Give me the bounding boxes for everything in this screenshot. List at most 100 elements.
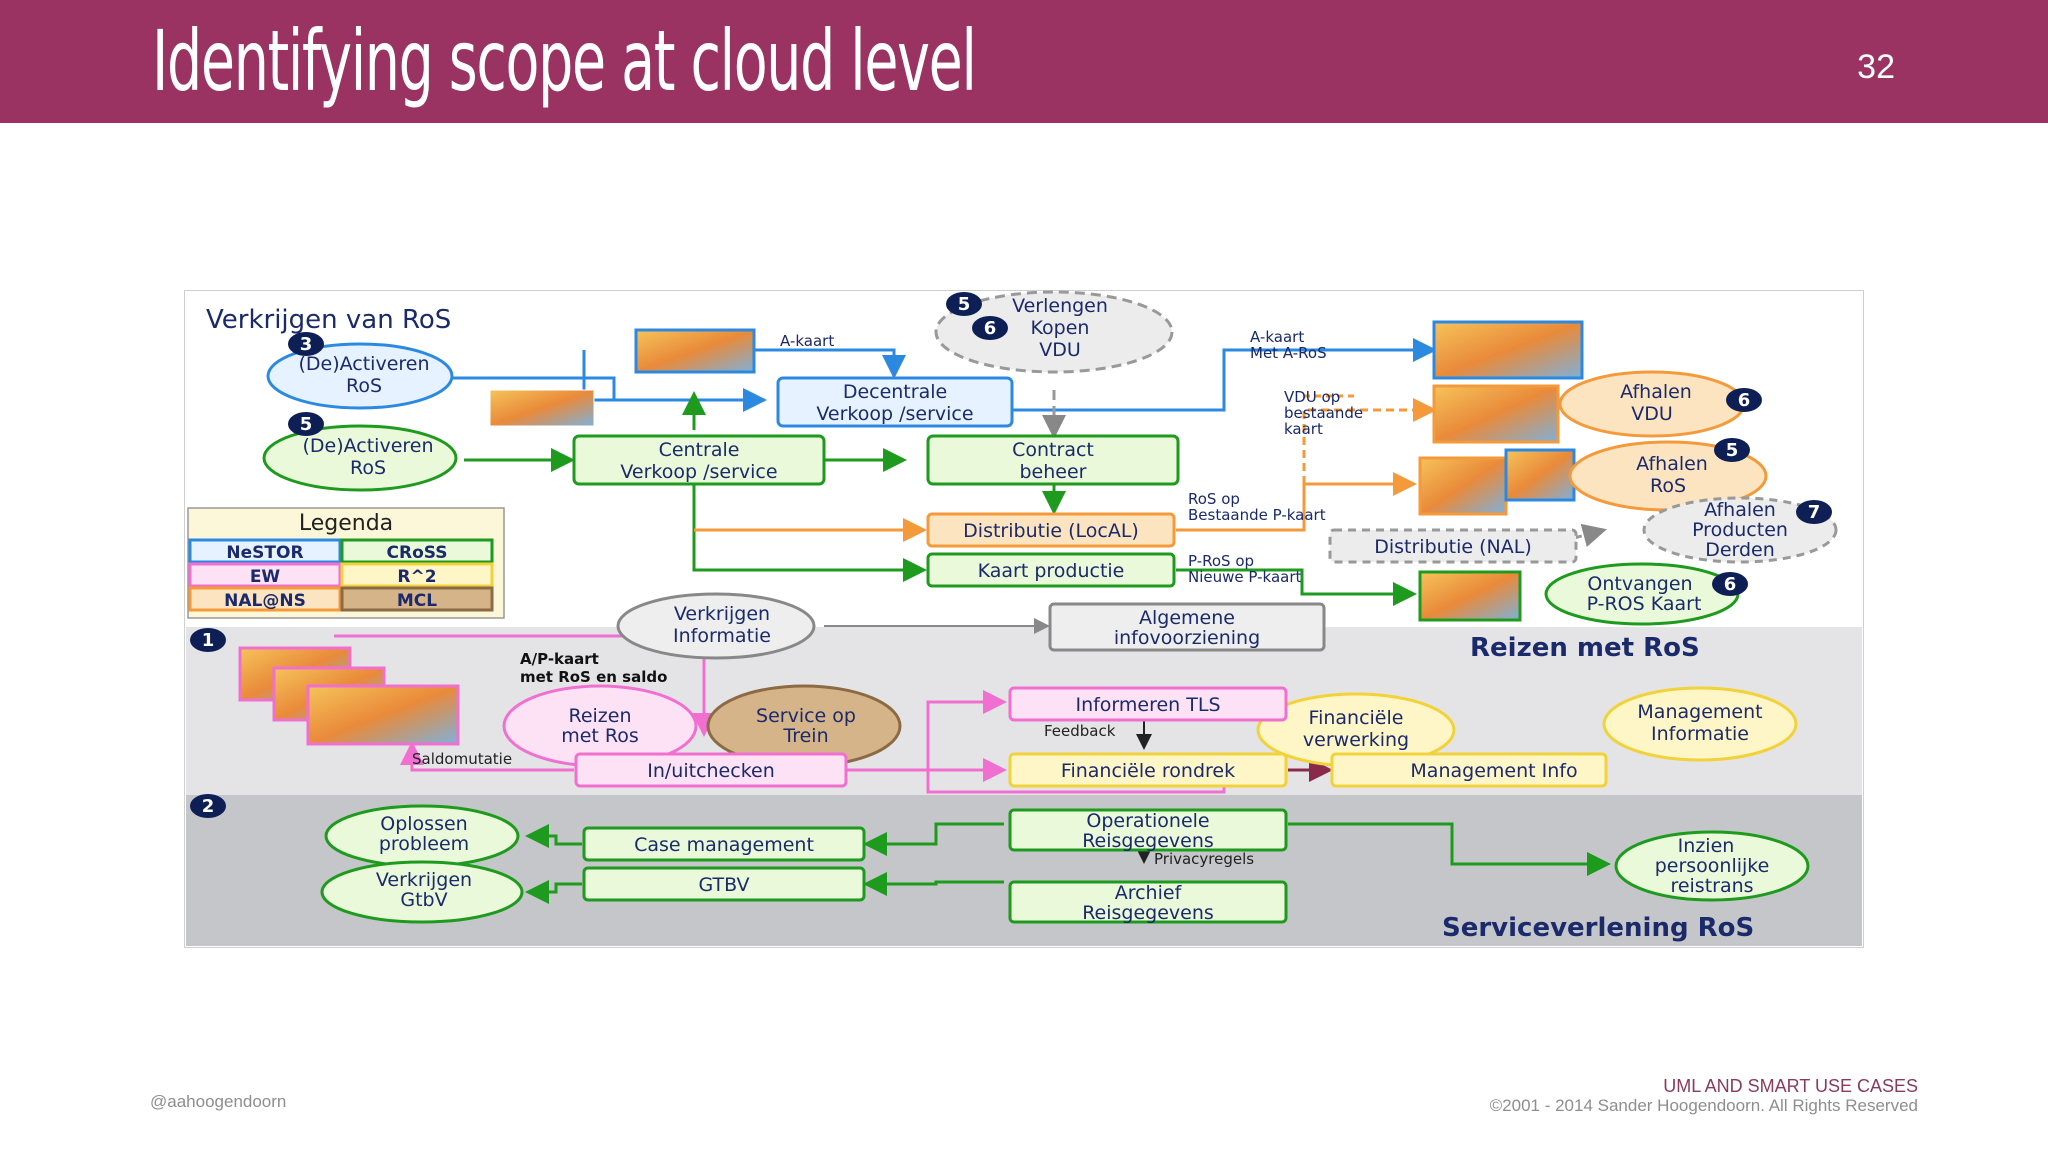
edge-vdu-op-l1: VDU op bbox=[1284, 388, 1340, 406]
node-financiele-rondrek: Financiële rondrek bbox=[1061, 760, 1235, 782]
node-afhalen-producten-l3: Derden bbox=[1705, 539, 1775, 561]
card-photo bbox=[306, 684, 460, 746]
badge: 7 bbox=[1808, 502, 1821, 523]
band-service-label: Serviceverlening RoS bbox=[1442, 913, 1754, 943]
edge-a-kaart: A-kaart bbox=[780, 332, 834, 350]
edge-labels: A-kaart A-kaart Met A-RoS VDU op bestaan… bbox=[412, 328, 1363, 868]
node-archief-l1: Archief bbox=[1115, 882, 1183, 904]
edge-privacyregels: Privacyregels bbox=[1154, 850, 1254, 868]
node-inzien-l1: Inzien bbox=[1678, 835, 1735, 857]
legend-nestor: NeSTOR bbox=[226, 543, 303, 563]
node-operationele-l2: Reisgegevens bbox=[1082, 830, 1214, 852]
node-decentrale-l1: Decentrale bbox=[843, 381, 947, 403]
edge-p-ros-op-l2: Nieuwe P-kaart bbox=[1188, 568, 1301, 586]
rect-nodes bbox=[572, 376, 1608, 924]
node-management-informatie-l2: Informatie bbox=[1651, 723, 1749, 745]
card-photos bbox=[238, 320, 1584, 746]
node-afhalen-producten-l1: Afhalen bbox=[1704, 499, 1776, 521]
node-ontvangen-l1: Ontvangen bbox=[1587, 573, 1692, 595]
card-photo bbox=[1504, 448, 1576, 502]
slide-header: Identifying scope at cloud level 32 bbox=[0, 0, 2048, 123]
edge-ros-op-l1: RoS op bbox=[1188, 490, 1240, 508]
footer-handle: @aahoogendoorn bbox=[150, 1092, 287, 1111]
node-labels: (De)Activeren RoS (De)Activeren RoS Verl… bbox=[298, 295, 1787, 924]
node-deactiveren-1-l1: (De)Activeren bbox=[298, 353, 429, 375]
node-afhalen-ros-l1: Afhalen bbox=[1636, 453, 1708, 475]
node-deactiveren-2-l2: RoS bbox=[350, 457, 386, 479]
node-afhalen-ros-l2: RoS bbox=[1650, 475, 1686, 497]
footer-copyright: ©2001 - 2014 Sander Hoogendoorn. All Rig… bbox=[1489, 1096, 1918, 1115]
node-in-uitchecken: In/uitchecken bbox=[647, 760, 775, 782]
node-distributie-local: Distributie (LocAL) bbox=[963, 520, 1139, 542]
node-kaart-productie: Kaart productie bbox=[978, 560, 1125, 582]
badge: 6 bbox=[984, 318, 997, 339]
legend-r2: R^2 bbox=[397, 567, 436, 587]
node-reizen-ros-l1: Reizen bbox=[568, 705, 631, 727]
node-decentrale-l2: Verkoop /service bbox=[816, 403, 973, 425]
node-contract-l2: beheer bbox=[1020, 461, 1087, 483]
ros-process-diagram: Verkrijgen van RoS Reizen met RoS Servic… bbox=[184, 290, 1864, 948]
edge-ros-op-l2: Bestaande P-kaart bbox=[1188, 506, 1326, 524]
node-deactiveren-2-l1: (De)Activeren bbox=[302, 435, 433, 457]
footer-credits: UML AND SMART USE CASES ©2001 - 2014 San… bbox=[1490, 1076, 1918, 1116]
footer-course: UML AND SMART USE CASES bbox=[1663, 1076, 1918, 1096]
node-inzien-l3: reistrans bbox=[1670, 875, 1753, 897]
node-archief-l2: Reisgegevens bbox=[1082, 902, 1214, 924]
legend-mcl: MCL bbox=[397, 591, 437, 611]
badge: 6 bbox=[1738, 390, 1751, 411]
node-ontvangen-l2: P-ROS Kaart bbox=[1587, 593, 1702, 615]
node-service-trein-l1: Service op bbox=[756, 705, 856, 727]
badges: 3 5 5 6 6 5 7 6 1 2 bbox=[190, 292, 1832, 818]
node-service-trein-l2: Trein bbox=[782, 725, 828, 747]
legend-ew: EW bbox=[250, 567, 281, 587]
node-inzien-l2: persoonlijke bbox=[1655, 855, 1770, 877]
badge: 1 bbox=[202, 630, 215, 651]
card-photo bbox=[634, 328, 756, 374]
node-contract-l1: Contract bbox=[1012, 439, 1094, 461]
node-distributie-nal: Distributie (NAL) bbox=[1374, 536, 1532, 558]
node-informeren-tls: Informeren TLS bbox=[1075, 694, 1220, 716]
node-afhalen-producten-l2: Producten bbox=[1692, 519, 1788, 541]
node-verlengen-l3: VDU bbox=[1039, 339, 1081, 361]
badge: 3 bbox=[300, 334, 313, 355]
node-gtbv: GTBV bbox=[698, 874, 749, 896]
node-operationele-l1: Operationele bbox=[1086, 810, 1209, 832]
edge-ap-kaart-l2: met RoS en saldo bbox=[520, 668, 667, 686]
node-management-informatie-l1: Management bbox=[1637, 701, 1762, 723]
legend-cross: CRoSS bbox=[387, 543, 448, 563]
card-photo bbox=[1418, 456, 1508, 516]
edge-saldomutatie: Saldomutatie bbox=[412, 750, 512, 768]
node-afhalen-vdu-l2: VDU bbox=[1631, 403, 1673, 425]
node-deactiveren-1-l2: RoS bbox=[346, 375, 382, 397]
node-verkrijgen-info-l2: Informatie bbox=[673, 625, 771, 647]
badge: 6 bbox=[1724, 574, 1737, 595]
node-financiele-verwerking-l2: verwerking bbox=[1303, 729, 1409, 751]
edge-vdu-op-l3: kaart bbox=[1284, 420, 1323, 438]
node-verkrijgen-info-l1: Verkrijgen bbox=[674, 603, 770, 625]
node-reizen-ros-l2: met Ros bbox=[561, 725, 639, 747]
card-photo bbox=[1432, 384, 1560, 444]
node-financiele-verwerking-l1: Financiële bbox=[1309, 707, 1404, 729]
edge-ap-kaart-l1: A/P-kaart bbox=[520, 650, 599, 668]
edge-p-ros-op-l1: P-RoS op bbox=[1188, 552, 1254, 570]
badge: 5 bbox=[300, 414, 313, 435]
node-oplossen-l2: probleem bbox=[379, 833, 469, 855]
node-verkrijgen-gtbv-l1: Verkrijgen bbox=[376, 869, 472, 891]
card-photo bbox=[489, 389, 595, 427]
legend-title: Legenda bbox=[299, 511, 393, 536]
node-algemene-l1: Algemene bbox=[1139, 607, 1235, 629]
node-verlengen-l1: Verlengen bbox=[1012, 295, 1108, 317]
edge-a-kaart-met-l2: Met A-RoS bbox=[1250, 344, 1327, 362]
node-algemene-l2: infovoorziening bbox=[1114, 627, 1260, 649]
band-reizen-label: Reizen met RoS bbox=[1470, 633, 1700, 663]
page-number: 32 bbox=[1857, 48, 1895, 86]
badge: 5 bbox=[1726, 440, 1739, 461]
edge-feedback: Feedback bbox=[1044, 722, 1116, 740]
card-photo bbox=[1418, 570, 1522, 622]
slide-title: Identifying scope at cloud level bbox=[152, 12, 977, 110]
node-afhalen-vdu-l1: Afhalen bbox=[1620, 381, 1692, 403]
edge-a-kaart-met-l1: A-kaart bbox=[1250, 328, 1304, 346]
node-management-info: Management Info bbox=[1410, 760, 1577, 782]
edge-vdu-op-l2: bestaande bbox=[1284, 404, 1363, 422]
card-photo bbox=[1432, 320, 1584, 380]
